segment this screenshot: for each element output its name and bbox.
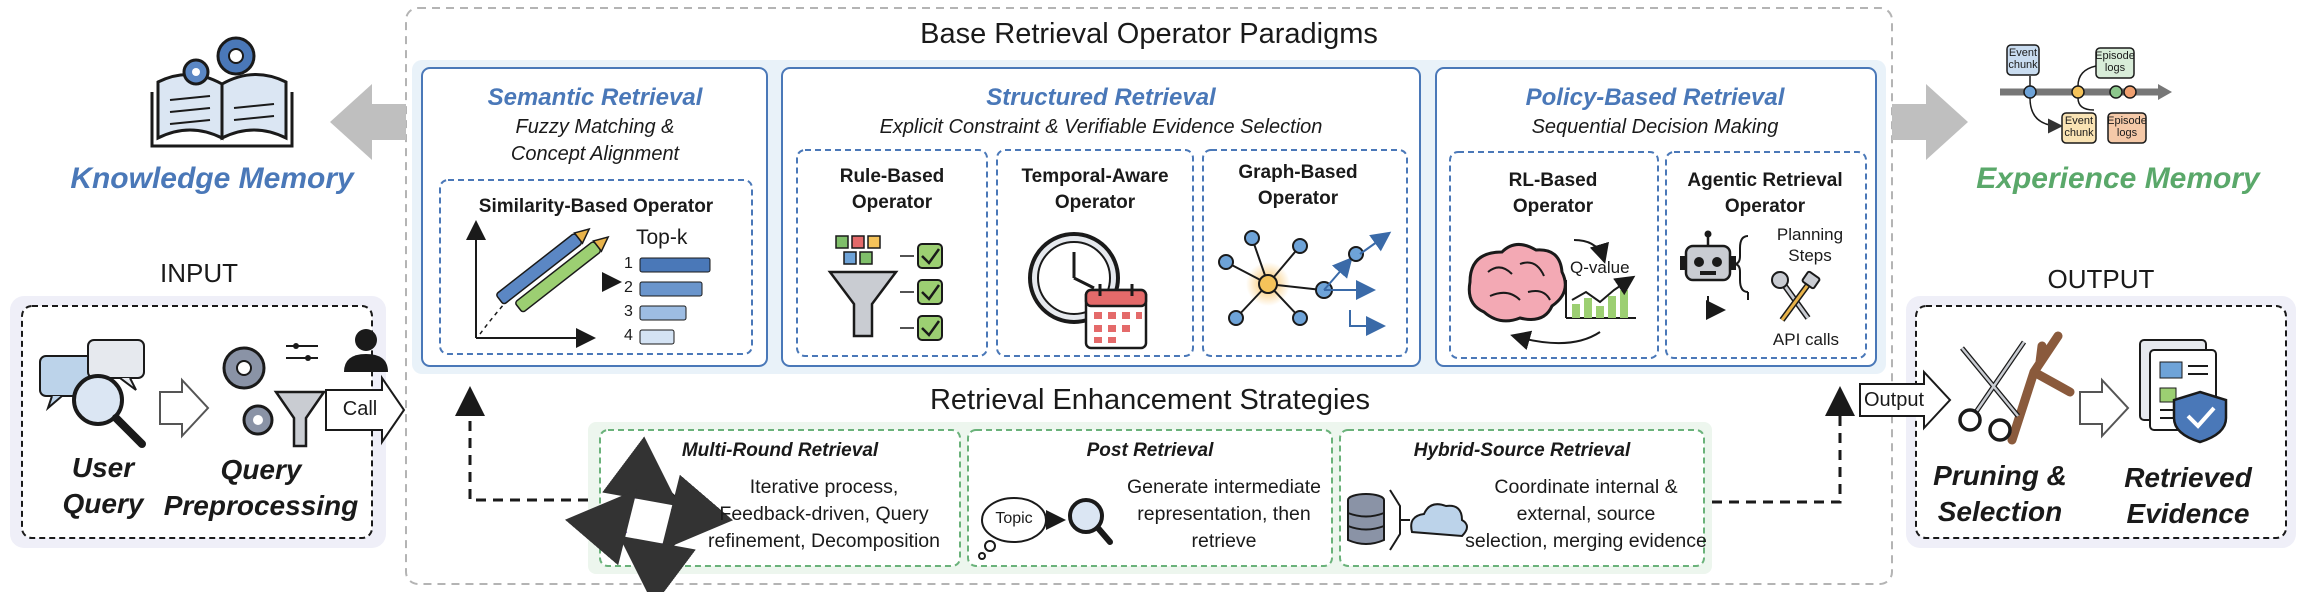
rl-operator-title-1: RL-Based: [1508, 170, 1598, 191]
retrieved-evidence-label-2: Evidence: [2126, 498, 2250, 529]
multi-round-desc-2: Feedback-driven, Query: [719, 503, 929, 525]
agentic-operator-title-2: Operator: [1724, 196, 1806, 217]
loop-arrow-bottom: [1510, 330, 1601, 351]
semantic-subtitle-2: Concept Alignment: [510, 143, 680, 165]
graph-operator-title-1: Graph-Based: [1238, 162, 1358, 183]
cycle-arrows-icon: [564, 436, 734, 592]
temporal-operator-title-2: Operator: [1054, 192, 1136, 213]
dashed-arrow-right: [1712, 386, 1855, 504]
dashed-arrow-left: [455, 386, 588, 502]
topic-label: Topic: [995, 510, 1033, 527]
output-tag-label: Output: [1863, 389, 1925, 411]
graph-operator-box: [1202, 149, 1408, 357]
topk-label: Top-k: [636, 226, 688, 249]
person-icon: [344, 329, 388, 372]
book-gears-icon: [150, 36, 294, 148]
rule-operator-title-2: Operator: [851, 192, 933, 213]
robot-icon: [1680, 230, 1736, 282]
output-label: OUTPUT: [2047, 264, 2155, 294]
structured-title: Structured Retrieval: [986, 84, 1216, 111]
arrow-to-experience: [1892, 84, 1968, 160]
agentic-operator-title-1: Agentic Retrieval: [1687, 170, 1843, 191]
timeline-icon: [2000, 44, 2172, 144]
q-value-label: Q-value: [1570, 258, 1630, 277]
base-title: Base Retrieval Operator Paradigms: [920, 18, 1378, 50]
query-preprocessing-label-2: Preprocessing: [163, 490, 359, 521]
retrieved-evidence-label-1: Retrieved: [2124, 462, 2252, 493]
planning-brace: [1733, 235, 1749, 293]
hybrid-source-title: Hybrid-Source Retrieval: [1413, 440, 1631, 461]
user-query-icon: [39, 339, 146, 448]
pruning-selection-label-1: Pruning &: [1933, 460, 2067, 491]
post-retrieval-box: [967, 429, 1333, 567]
magnifier-icon: [1068, 498, 1113, 545]
similarity-chart-icon: [466, 220, 711, 348]
planning-label-1: Planning: [1776, 225, 1844, 244]
hybrid-source-desc-1: Coordinate internal &: [1494, 476, 1678, 498]
input-flow-arrow: [159, 377, 210, 439]
semantic-subtitle-1: Fuzzy Matching &: [515, 116, 675, 138]
enhance-title: Retrieval Enhancement Strategies: [929, 384, 1371, 416]
planning-label-2: Steps: [1788, 246, 1832, 265]
rl-operator-title-2: Operator: [1512, 196, 1594, 217]
pruning-selection-label-2: Selection: [1937, 496, 2063, 527]
call-arrow: [325, 374, 406, 446]
knowledge-memory-label: Knowledge Memory: [70, 162, 354, 195]
brain-icon: [1467, 243, 1567, 323]
output-arrow: [1859, 369, 1952, 431]
experience-memory-label: Experience Memory: [1976, 162, 2260, 195]
output-flow-arrow: [2079, 377, 2130, 439]
arrow-to-knowledge: [330, 84, 406, 160]
loop-arrow-top: [1573, 239, 1609, 264]
q-value-chart-icon: [1565, 275, 1636, 319]
call-label: Call: [342, 398, 378, 420]
clock-calendar-icon: [1028, 232, 1148, 350]
agent-arrow: [1706, 296, 1726, 320]
user-query-label-2: Query: [62, 488, 144, 519]
hybrid-source-desc-3: selection, merging evidence: [1465, 530, 1707, 552]
base-frame: [405, 7, 1893, 585]
multi-round-desc-1: Iterative process,: [749, 476, 899, 498]
scissors-branch-icon: [1958, 331, 2075, 445]
temporal-operator-title-1: Temporal-Aware: [1021, 166, 1169, 187]
graph-operator-title-2: Operator: [1257, 188, 1339, 209]
user-query-label-1: User: [71, 452, 135, 483]
post-retrieval-desc-2: representation, then: [1137, 503, 1311, 525]
gears-filter-icon: [222, 343, 327, 448]
rank-4: 4: [624, 327, 633, 344]
graph-network-icon: [1218, 230, 1392, 336]
similarity-operator-title: Similarity-Based Operator: [478, 196, 714, 217]
policy-title: Policy-Based Retrieval: [1525, 84, 1785, 111]
rank-2: 2: [624, 279, 633, 296]
rank-3: 3: [624, 303, 633, 320]
api-calls-label: API calls: [1772, 330, 1840, 349]
rule-operator-title-1: Rule-Based: [839, 166, 945, 187]
hybrid-source-desc-2: external, source: [1516, 503, 1656, 525]
documents-shield-icon: [2139, 339, 2228, 444]
post-retrieval-title: Post Retrieval: [1086, 440, 1214, 461]
funnel-checklist-icon: [827, 235, 943, 341]
input-label: INPUT: [160, 258, 238, 288]
post-retrieval-desc-1: Generate intermediate: [1126, 476, 1322, 498]
tools-icon: [1771, 270, 1821, 322]
structured-subtitle: Explicit Constraint & Verifiable Evidenc…: [879, 116, 1323, 138]
database-cloud-icon: [1347, 489, 1468, 551]
multi-round-desc-3: refinement, Decomposition: [708, 530, 940, 552]
query-preprocessing-label-1: Query: [220, 454, 302, 485]
semantic-title: Semantic Retrieval: [487, 84, 703, 111]
rank-1: 1: [624, 255, 633, 272]
multi-round-title: Multi-Round Retrieval: [681, 440, 879, 461]
post-retrieval-desc-3: retrieve: [1191, 530, 1257, 552]
policy-subtitle: Sequential Decision Making: [1531, 116, 1779, 138]
